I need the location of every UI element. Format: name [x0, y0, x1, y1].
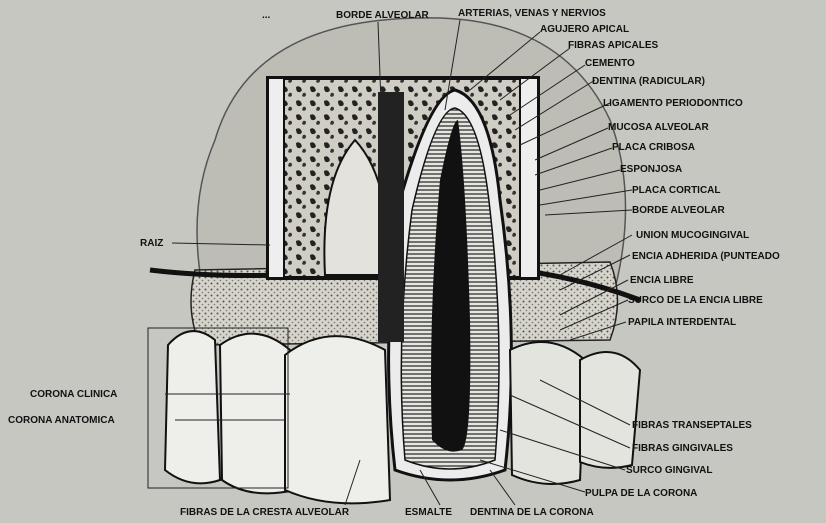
label-encia-adherida: ENCIA ADHERIDA (PUNTEADO [632, 251, 780, 262]
label-papila: PAPILA INTERDENTAL [628, 317, 736, 328]
label-dentina-corona: DENTINA DE LA CORONA [470, 507, 594, 518]
label-raiz: RAIZ [140, 238, 163, 249]
label-agujero-apical: AGUJERO APICAL [540, 24, 629, 35]
crown-1 [165, 331, 220, 483]
label-borde-alveolar-top: BORDE ALVEOLAR [336, 10, 430, 21]
label-top-blurred: ... [262, 10, 271, 21]
label-pulpa: PULPA DE LA CORONA [585, 488, 697, 499]
label-esponjosa: ESPONJOSA [620, 164, 682, 175]
label-encia-libre: ENCIA LIBRE [630, 275, 694, 286]
label-union-mucogingival: UNION MUCOGINGIVAL [636, 230, 749, 241]
label-fibras-transeptales: FIBRAS TRANSEPTALES [632, 420, 752, 431]
label-fibras-cresta: FIBRAS DE LA CRESTA ALVEOLAR [180, 507, 350, 518]
crown-3 [285, 336, 390, 503]
label-esmalte: ESMALTE [405, 507, 452, 518]
label-arterias: ARTERIAS, VENAS Y NERVIOS [458, 8, 606, 19]
cortical-plate-left [268, 78, 284, 278]
label-cemento: CEMENTO [585, 58, 635, 69]
label-ligamento: LIGAMENTO PERIODONTICO [603, 98, 743, 109]
label-placa-cortical: PLACA CORTICAL [632, 185, 721, 196]
label-borde-alveolar-right: BORDE ALVEOLAR [632, 205, 726, 216]
label-placa-cribosa: PLACA CRIBOSA [612, 142, 695, 153]
crown-4 [510, 342, 585, 484]
cortical-plate-right [520, 78, 538, 278]
label-corona-clinica: CORONA CLINICA [30, 389, 117, 400]
label-mucosa-alveolar: MUCOSA ALVEOLAR [608, 122, 710, 133]
crown-2 [220, 334, 295, 494]
label-dentina-radicular: DENTINA (RADICULAR) [592, 76, 705, 87]
crown-5 [580, 352, 640, 468]
label-surco-gingival: SURCO GINGIVAL [626, 465, 712, 476]
label-fibras-gingivales: FIBRAS GINGIVALES [632, 443, 733, 454]
label-surco-encia-libre: SURCO DE LA ENCIA LIBRE [628, 295, 763, 306]
label-fibras-apicales: FIBRAS APICALES [568, 40, 659, 51]
label-corona-anatomica: CORONA ANATOMICA [8, 415, 115, 426]
